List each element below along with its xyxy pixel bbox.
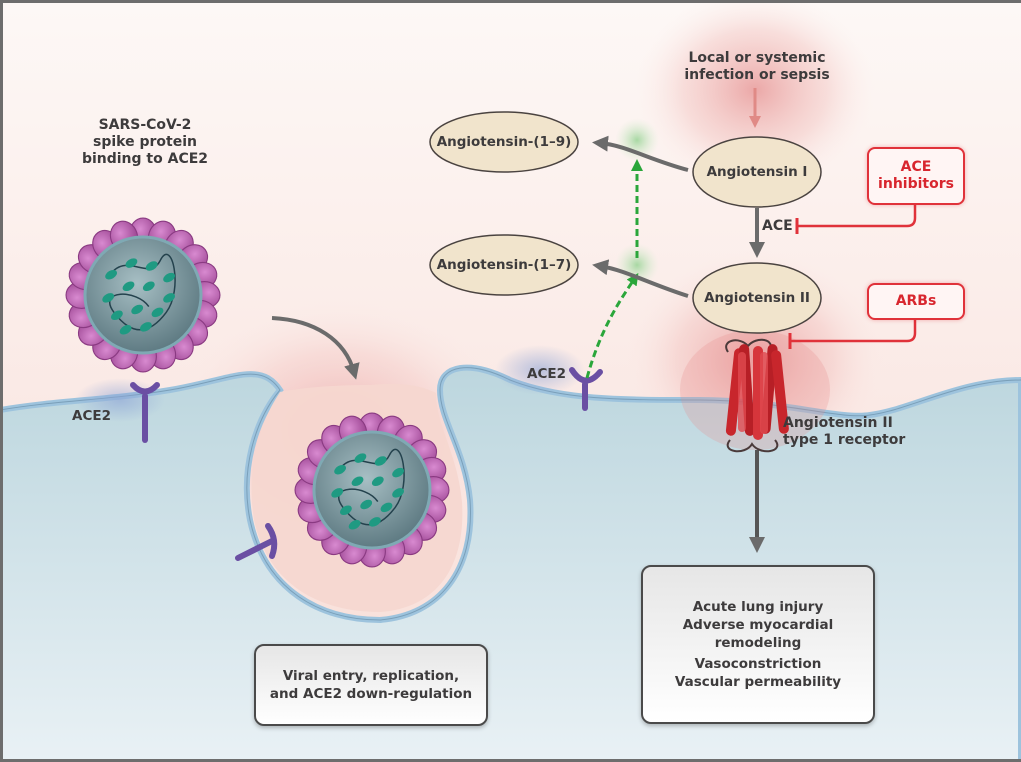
virus-label-line: SARS-CoV-2	[98, 117, 192, 133]
lung-injury-outcomes-box: Acute lung injury Adverse myocardial rem…	[641, 565, 875, 724]
ace-inhibitors-label-line: inhibitors	[878, 176, 954, 192]
arbs-label: ARBs	[895, 292, 937, 309]
node-angiotensin-1-7: Angiotensin-(1–7)	[436, 257, 572, 273]
nucleocapsid-protein	[145, 261, 158, 271]
infection-trigger-label: Local or systemic infection or sepsis	[672, 50, 842, 84]
ace2-label: ACE2	[527, 366, 566, 382]
outcome-line: Adverse myocardial	[682, 617, 834, 634]
at1-receptor-label: Angiotensin II type 1 receptor	[783, 415, 905, 449]
nucleocapsid-protein	[102, 293, 115, 303]
outcome-line: remodeling	[714, 635, 802, 652]
oval-angiotensin-i	[692, 136, 822, 208]
nucleocapsid-protein	[140, 322, 152, 332]
nucleocapsid-protein	[348, 520, 361, 530]
nucleocapsid-protein	[360, 499, 373, 510]
ace-enzyme-label: ACE	[762, 218, 793, 234]
nucleocapsid-protein	[331, 488, 344, 498]
virus-label: SARS-CoV-2 spike protein binding to ACE2	[70, 117, 220, 167]
trigger-label-line: infection or sepsis	[684, 66, 830, 83]
nucleocapsid-protein	[163, 293, 175, 303]
virus-core	[83, 235, 203, 355]
oval-angiotensin-1-7	[429, 234, 579, 296]
oval-angiotensin-1-9	[429, 111, 579, 173]
arb-inhibition-line	[790, 316, 917, 343]
ace-inhibitors-box: ACE inhibitors	[867, 147, 965, 205]
arbs-box: ARBs	[867, 283, 965, 320]
trigger-label-line: Local or systemic	[688, 50, 826, 66]
virus-label-line: spike protein	[93, 133, 197, 150]
viral-entry-line: and ACE2 down-regulation	[269, 686, 473, 702]
nucleocapsid-protein	[371, 476, 384, 487]
nucleocapsid-protein	[340, 505, 352, 516]
nucleocapsid-protein	[142, 281, 155, 292]
virus-core	[312, 430, 432, 550]
nucleocapsid-protein	[374, 456, 387, 466]
virus-particle	[65, 217, 221, 373]
entry-arrow	[271, 316, 360, 380]
nucleocapsid-protein	[119, 325, 132, 335]
at1-receptor	[725, 338, 789, 453]
nucleocapsid-protein	[111, 310, 123, 321]
viral-entry-box: Viral entry, replication, and ACE2 down-…	[254, 644, 488, 726]
node-angiotensin-1-9: Angiotensin-(1–9)	[436, 134, 572, 150]
ace-inhibitors-label-line: ACE	[900, 158, 932, 175]
receptor-label-line: type 1 receptor	[783, 431, 906, 448]
outcome-line: Acute lung injury	[692, 598, 824, 615]
nucleocapsid-protein	[105, 269, 117, 280]
nucleocapsid-protein	[380, 502, 393, 513]
node-angiotensin-ii: Angiotensin II	[704, 290, 810, 306]
virus-particle-internalized	[294, 412, 450, 568]
ace2-label: ACE2	[72, 408, 111, 424]
nucleocapsid-protein	[392, 488, 404, 498]
conversion-arrow-1-9	[592, 135, 689, 172]
nucleocapsid-protein	[351, 476, 364, 487]
nucleocapsid-protein	[354, 453, 367, 463]
nucleocapsid-protein	[125, 258, 138, 268]
ace-inhibition-line	[797, 202, 917, 228]
ace2-receptor	[130, 382, 160, 443]
nucleocapsid-protein	[131, 304, 144, 315]
ace2-receptor-internalized	[235, 523, 278, 561]
outcome-line: Vascular permeability	[674, 673, 842, 690]
oval-angiotensin-ii	[692, 262, 822, 334]
virus-label-line: binding to ACE2	[81, 150, 209, 167]
nucleocapsid-protein	[163, 272, 175, 283]
nucleocapsid-protein	[334, 464, 346, 475]
ace2-receptor	[569, 367, 603, 411]
node-angiotensin-i: Angiotensin I	[706, 164, 808, 180]
nucleocapsid-protein	[151, 307, 164, 318]
outcome-line: Vasoconstriction	[694, 655, 822, 672]
conversion-arrow-1-7	[592, 259, 689, 298]
ace2-activity-arrow	[585, 273, 639, 379]
nucleocapsid-protein	[122, 281, 135, 292]
nucleocapsid-protein	[369, 517, 381, 527]
viral-entry-line: Viral entry, replication,	[282, 667, 460, 684]
nucleocapsid-protein	[392, 467, 404, 478]
receptor-label-line: Angiotensin II	[783, 415, 893, 431]
